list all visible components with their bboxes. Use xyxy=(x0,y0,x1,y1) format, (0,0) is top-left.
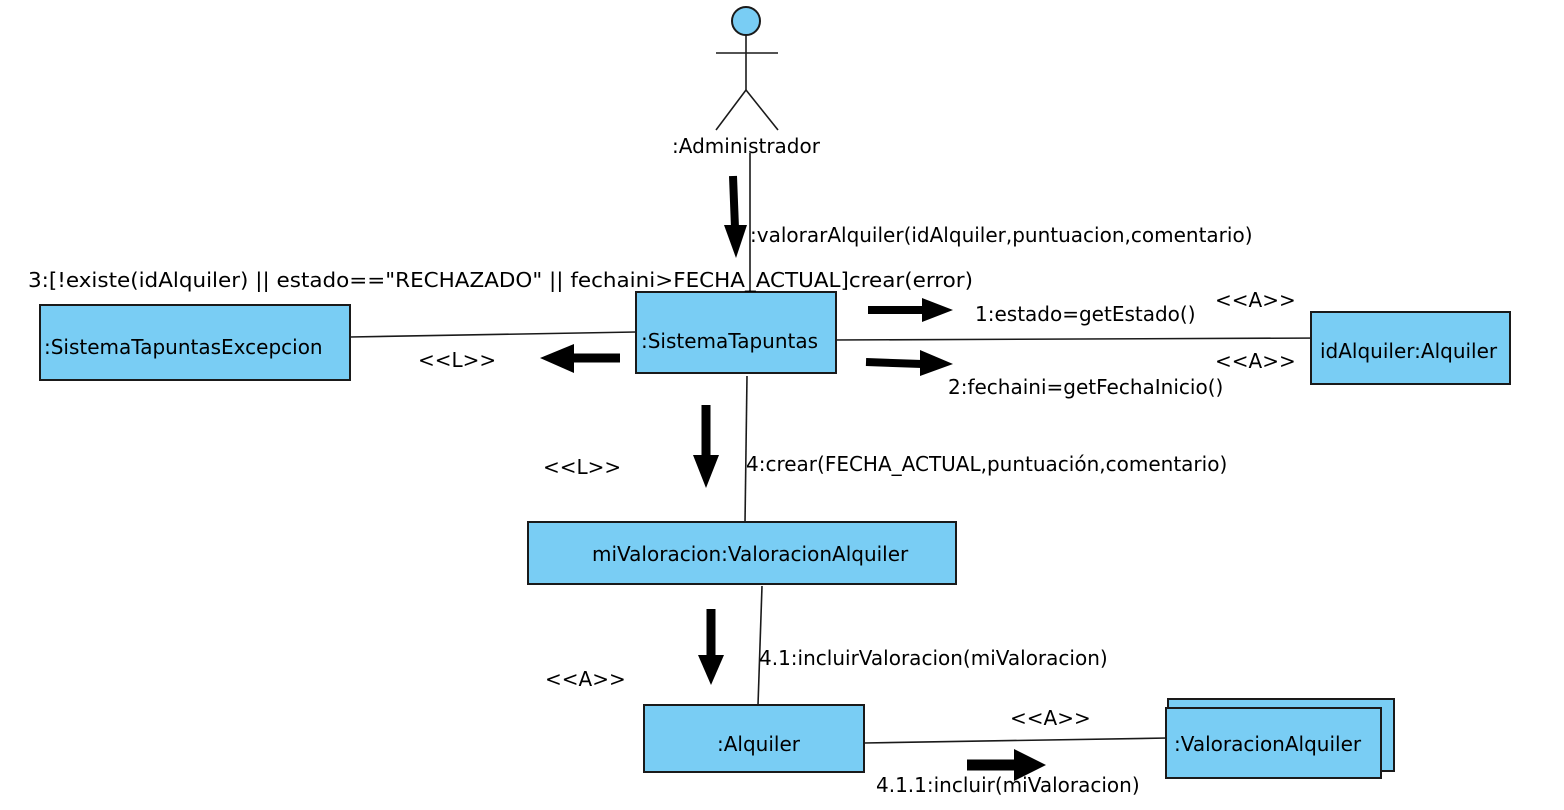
arrow-m2-right xyxy=(865,350,953,376)
message-m3: 3:[!existe(idAlquiler) || estado=="RECHA… xyxy=(28,268,973,292)
arrow-head xyxy=(724,225,747,258)
arrow-head xyxy=(920,350,953,376)
arrow-m3-left xyxy=(540,344,620,373)
arrow-head xyxy=(698,655,724,685)
stereotype-a-idalquiler-2: <<A>> xyxy=(1215,349,1296,373)
object-idalquiler-alquiler: idAlquiler:Alquiler xyxy=(1310,311,1511,385)
message-valorar: :valorarAlquiler(idAlquiler,puntuacion,c… xyxy=(750,223,1253,247)
message-m1: 1:estado=getEstado() xyxy=(975,302,1196,326)
object-box xyxy=(1165,707,1382,779)
object-sistema-tapuntas: :SistemaTapuntas xyxy=(635,291,837,374)
stereotype-a-idalquiler-1: <<A>> xyxy=(1215,288,1296,312)
arrow-head xyxy=(540,344,574,373)
object-box xyxy=(39,304,351,381)
actor-head xyxy=(731,6,761,36)
arrow-m1-right xyxy=(868,298,953,322)
arrow-shaft xyxy=(729,175,739,229)
message-m2: 2:fechaini=getFechaInicio() xyxy=(948,375,1223,399)
actor-administrador: :Administrador xyxy=(672,6,821,158)
link-alquiler-coleccion xyxy=(863,737,1169,744)
message-m41: 4.1:incluirValoracion(miValoracion) xyxy=(759,646,1108,670)
arrow-head xyxy=(922,298,953,322)
message-m411: 4.1.1:incluir(miValoracion) xyxy=(876,773,1140,797)
link-mivaloracion-alquiler xyxy=(757,585,763,706)
stereotype-a-coleccion: <<A>> xyxy=(1010,706,1091,730)
stereotype-l-valoracion: <<L>> xyxy=(543,455,621,479)
stereotype-a-alquiler: <<A>> xyxy=(545,667,626,691)
object-sistema-excepcion: :SistemaTapuntasExcepcion xyxy=(39,304,351,381)
arrow-head xyxy=(1014,749,1046,781)
message-m4: 4:crear(FECHA_ACTUAL,puntuación,comentar… xyxy=(746,452,1227,476)
object-label: :SistemaTapuntasExcepcion xyxy=(44,335,323,359)
arrow-m4-down xyxy=(693,405,719,488)
object-box xyxy=(635,291,837,374)
actor-right-leg xyxy=(745,89,779,131)
object-label: :Alquiler xyxy=(717,732,801,756)
object-mivaloracion: miValoracion:ValoracionAlquiler xyxy=(527,521,957,585)
object-valoracion-coleccion: :ValoracionAlquiler xyxy=(1165,698,1395,779)
object-label: miValoracion:ValoracionAlquiler xyxy=(592,542,909,566)
object-box xyxy=(1310,311,1511,385)
stereotype-l-excepcion: <<L>> xyxy=(418,348,496,372)
actor-label: :Administrador xyxy=(672,134,821,158)
actor-left-leg xyxy=(715,89,747,131)
link-sistema-mivaloracion xyxy=(744,375,748,524)
arrow-valorar-down xyxy=(724,175,747,258)
link-sistema-idalquiler xyxy=(829,337,1331,341)
object-box xyxy=(527,521,957,585)
object-box xyxy=(643,704,865,773)
arrow-shaft xyxy=(865,358,923,368)
arrow-m41-down xyxy=(698,609,724,685)
object-label: :SistemaTapuntas xyxy=(641,329,818,353)
object-label: idAlquiler:Alquiler xyxy=(1320,339,1498,363)
arrow-m411-right xyxy=(967,749,1046,781)
link-sistema-excepcion xyxy=(349,331,637,338)
object-label: :ValoracionAlquiler xyxy=(1174,732,1362,756)
arrow-head xyxy=(693,455,719,488)
object-alquiler: :Alquiler xyxy=(643,704,865,773)
